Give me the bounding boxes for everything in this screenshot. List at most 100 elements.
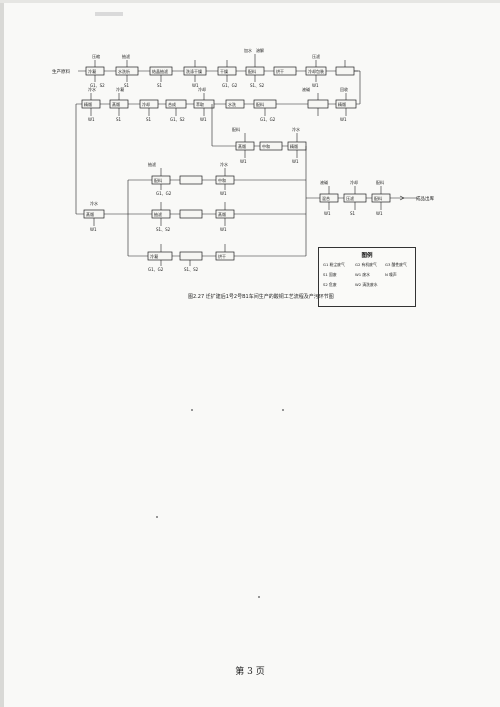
svg-text:洗涤干燥: 洗涤干燥 xyxy=(186,68,202,74)
svg-text:W1: W1 xyxy=(200,117,207,122)
svg-text:G1、S2: G1、S2 xyxy=(170,117,185,122)
svg-text:合成: 合成 xyxy=(168,101,176,107)
svg-text:蒸馏: 蒸馏 xyxy=(218,211,226,217)
svg-text:精馏: 精馏 xyxy=(338,101,346,107)
svg-text:冷却: 冷却 xyxy=(350,179,358,185)
legend-box: 图例 G1 粉尘废气 G2 有机废气 G3 酸性废气 S1 固废 W1 废水 N… xyxy=(318,247,416,307)
svg-text:液碱: 液碱 xyxy=(302,86,310,92)
svg-text:蒸馏: 蒸馏 xyxy=(112,101,120,107)
svg-text:中和: 中和 xyxy=(262,143,270,149)
svg-text:配料: 配料 xyxy=(232,126,240,132)
svg-text:蒸馏: 蒸馏 xyxy=(86,211,94,217)
svg-text:S1: S1 xyxy=(157,83,163,88)
svg-text:萃取: 萃取 xyxy=(196,101,204,107)
svg-text:S1、S2: S1、S2 xyxy=(156,227,171,232)
scan-speck xyxy=(258,596,260,598)
legend-title: 图例 xyxy=(361,253,373,259)
final-boxes: 混合 压滤 配料 液碱 冷却 配料 W1 S1 W1 xyxy=(319,179,391,216)
legend-item: G3 酸性废气 xyxy=(385,262,407,267)
svg-text:W1: W1 xyxy=(88,117,95,122)
row3-boxes: 蒸馏 中和 精馏 配料 冷水 W1 W1 xyxy=(232,126,307,164)
svg-text:W1: W1 xyxy=(220,191,227,196)
svg-text:回收: 回收 xyxy=(340,86,348,92)
svg-text:配料: 配料 xyxy=(256,101,264,107)
svg-text:G1、G2: G1、G2 xyxy=(156,191,172,196)
svg-text:W1: W1 xyxy=(90,227,97,232)
svg-text:G1、G2: G1、G2 xyxy=(222,83,238,88)
row2-inputs: 冷水 冷凝 冷却 液碱 回收 xyxy=(88,86,348,100)
branch-mid: 抽滤 蒸馏 S1、S2 W1 xyxy=(151,202,235,232)
svg-text:干燥: 干燥 xyxy=(220,68,228,74)
svg-text:G1、S2: G1、S2 xyxy=(90,83,105,88)
figure-caption: 图2.27 迁扩建后1号2号B1车间生产的酸铜工艺流程及产污环节图 xyxy=(188,294,334,300)
row2-box-labels: 精馏 蒸馏 冷却 合成 萃取 水洗 配料 精馏 xyxy=(84,101,346,107)
svg-text:蒸馏: 蒸馏 xyxy=(238,143,246,149)
svg-text:W1: W1 xyxy=(292,159,299,164)
svg-text:G1、G2: G1、G2 xyxy=(148,267,164,272)
svg-text:水洗: 水洗 xyxy=(228,101,236,107)
scan-speck xyxy=(282,409,284,411)
row1-outputs: G1、S2 S1 S1 W1 G1、G2 S1、S2 W1 xyxy=(90,75,319,88)
svg-text:加水: 加水 xyxy=(244,47,252,53)
legend-item: S1 固废 xyxy=(323,272,337,277)
svg-text:S1: S1 xyxy=(350,211,356,216)
scan-speck xyxy=(156,516,158,518)
legend-item: W1 废水 xyxy=(355,272,370,277)
svg-text:W1: W1 xyxy=(324,211,331,216)
svg-text:烘干: 烘干 xyxy=(218,253,226,259)
svg-text:冷凝: 冷凝 xyxy=(88,68,96,74)
svg-text:精馏: 精馏 xyxy=(84,101,92,107)
svg-text:冷水: 冷水 xyxy=(220,161,228,167)
svg-text:抽滤: 抽滤 xyxy=(122,53,130,59)
svg-text:压滤: 压滤 xyxy=(346,195,354,201)
svg-text:配料: 配料 xyxy=(376,179,384,185)
svg-text:液碱: 液碱 xyxy=(320,179,328,185)
svg-text:冷却包装: 冷却包装 xyxy=(308,68,324,74)
legend-item: N 噪声 xyxy=(385,272,397,277)
svg-text:结晶抽滤: 结晶抽滤 xyxy=(152,68,168,74)
scan-speck xyxy=(191,409,193,411)
svg-text:水洗析: 水洗析 xyxy=(118,68,130,74)
svg-text:W1: W1 xyxy=(240,159,247,164)
row2-outputs: W1 S1 S1 G1、S2 W1 G1、G2 W1 xyxy=(88,108,347,122)
svg-text:配料: 配料 xyxy=(248,68,256,74)
svg-text:冷却: 冷却 xyxy=(142,101,150,107)
svg-text:冷水: 冷水 xyxy=(90,200,98,206)
legend-item: G2 有机废气 xyxy=(355,262,377,267)
legend-item: S2 危废 xyxy=(323,282,337,287)
page-top-edge xyxy=(0,0,500,3)
branch-top: 配料 中和 抽滤 冷水 G1、G2 W1 xyxy=(148,161,235,196)
svg-text:冷凝: 冷凝 xyxy=(116,86,124,92)
legend-item: W2 清洗废水 xyxy=(355,282,378,287)
svg-text:W1: W1 xyxy=(220,227,227,232)
svg-text:冷凝: 冷凝 xyxy=(150,253,158,259)
left-station: 蒸馏 W1 冷水 xyxy=(83,200,105,232)
svg-text:压缩: 压缩 xyxy=(92,53,100,59)
legend-item: G1 粉尘废气 xyxy=(323,262,345,267)
svg-text:溶解: 溶解 xyxy=(256,47,264,53)
svg-text:冷水: 冷水 xyxy=(292,126,300,132)
svg-text:W1: W1 xyxy=(340,117,347,122)
svg-text:抽滤: 抽滤 xyxy=(154,211,162,217)
svg-text:S1: S1 xyxy=(124,83,130,88)
svg-text:配料: 配料 xyxy=(374,195,382,201)
start-label: 生产原料 xyxy=(52,68,70,75)
svg-text:混合: 混合 xyxy=(322,195,330,201)
svg-text:W1: W1 xyxy=(192,83,199,88)
svg-text:冷却: 冷却 xyxy=(198,86,206,92)
svg-text:W1: W1 xyxy=(376,211,383,216)
branch-low: 冷凝 烘干 G1、G2 S1、S2 xyxy=(147,244,235,272)
svg-text:烘干: 烘干 xyxy=(276,68,284,74)
svg-text:中和: 中和 xyxy=(218,177,226,183)
svg-text:S1、S2: S1、S2 xyxy=(184,267,199,272)
scan-mark xyxy=(95,12,123,16)
svg-text:S1、S2: S1、S2 xyxy=(250,83,265,88)
svg-text:S1: S1 xyxy=(116,117,122,122)
svg-text:精馏: 精馏 xyxy=(290,143,298,149)
svg-text:S1: S1 xyxy=(146,117,152,122)
end-label: 成品出库 xyxy=(416,195,434,202)
svg-text:冷水: 冷水 xyxy=(88,86,96,92)
page-number: 第 3 页 xyxy=(235,667,265,677)
